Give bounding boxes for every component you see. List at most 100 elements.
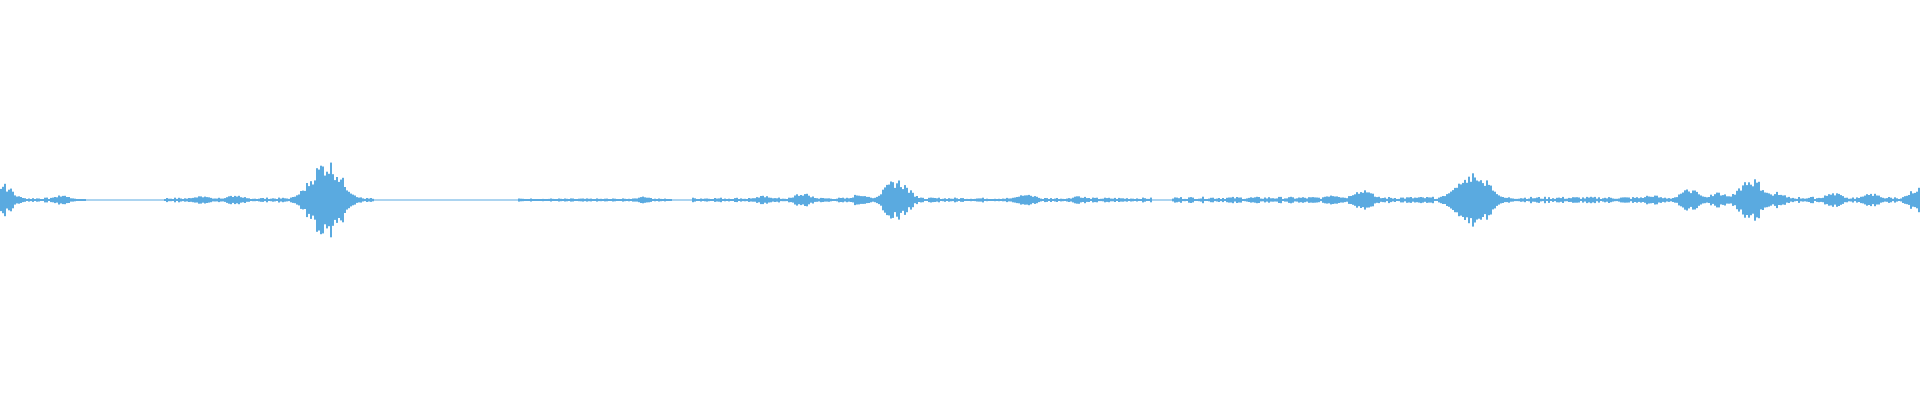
waveform-sample [1428,197,1430,203]
waveform-sample [988,199,990,201]
waveform-sample [170,198,172,202]
waveform-sample [76,199,78,201]
waveform-sample [1652,196,1654,203]
waveform-sample [854,194,856,206]
waveform-sample [1270,198,1272,202]
waveform-sample [996,199,998,201]
waveform-sample [50,197,52,203]
waveform-sample [1570,198,1572,202]
waveform-sample [1206,199,1208,201]
waveform-sample [1592,197,1594,203]
waveform-sample [336,177,338,223]
waveform-sample [570,198,572,202]
waveform-sample [52,197,54,203]
waveform-sample [994,198,996,202]
waveform-sample [1476,180,1478,220]
waveform-sample [830,198,832,202]
waveform-sample [774,198,776,202]
waveform-sample [286,198,288,202]
waveform-sample [874,197,876,203]
waveform-sample [636,198,638,202]
waveform-sample [1502,197,1504,203]
waveform-sample [1646,195,1648,205]
waveform-sample [960,198,962,202]
waveform-sample [1016,197,1018,204]
waveform-sample [734,198,736,202]
waveform-sample [696,199,698,201]
waveform-sample [302,190,304,210]
waveform-sample [1618,198,1620,202]
waveform-sample [1414,197,1416,203]
waveform-sample [558,198,560,202]
waveform-sample [1242,199,1244,201]
waveform-sample [1248,197,1250,202]
waveform-sample [1666,198,1668,202]
waveform-sample [1228,197,1230,203]
waveform-sample [1412,198,1414,202]
waveform-sample [1062,198,1064,202]
waveform-sample [664,198,666,202]
waveform-sample [752,198,754,202]
waveform-sample [628,198,630,202]
waveform-sample [1370,193,1372,207]
waveform-sample [1734,194,1736,206]
waveform-sample [1072,197,1074,203]
waveform-sample [698,199,700,201]
waveform-sample [1058,199,1060,201]
waveform-sample [1294,198,1296,202]
waveform-sample [1754,179,1756,221]
waveform-sample [1356,192,1358,208]
waveform-sample [1708,197,1710,203]
waveform-sample [1286,198,1288,202]
waveform-sample [1216,198,1218,202]
waveform-sample [1546,199,1548,201]
waveform-sample [532,199,534,201]
waveform-sample [1148,198,1150,201]
waveform-sample [1290,196,1292,204]
waveform-sample [1234,198,1236,202]
waveform-sample [26,199,28,201]
waveform-sample [1606,198,1608,202]
waveform-sample [1746,185,1748,215]
waveform-sample [1880,197,1882,203]
waveform-sample [1292,197,1294,203]
waveform-sample [14,195,16,205]
waveform-sample [1736,190,1738,210]
waveform-sample [1018,196,1020,204]
waveform-sample [12,191,14,209]
waveform-sample [254,198,256,202]
waveform-sample [1244,198,1246,202]
waveform-sample [634,198,636,202]
waveform-sample [1802,198,1804,202]
waveform-sample [1482,183,1484,217]
waveform-sample [1096,197,1098,203]
waveform-sample [824,198,826,202]
waveform-sample [224,198,226,202]
waveform-sample [578,198,580,202]
waveform-sample [818,198,820,202]
waveform-sample [308,186,310,214]
waveform-sample [1562,196,1564,203]
waveform-sample [1676,197,1678,203]
waveform-sample [1380,198,1382,202]
waveform-sample [1722,195,1724,205]
waveform-sample [630,199,632,201]
waveform-sample [1678,194,1680,206]
waveform-sample [1180,197,1182,203]
waveform-sample [338,181,340,218]
waveform-sample [6,191,8,209]
waveform-sample [1226,197,1228,203]
waveform-sample [1236,197,1238,203]
waveform-sample [1372,193,1374,207]
waveform-sample [324,175,326,225]
waveform-sample [1686,189,1688,211]
waveform-sample [352,194,354,206]
waveform-sample [1202,196,1204,204]
waveform-sample [1912,193,1914,207]
waveform-sample [1318,197,1320,203]
waveform-sample [1582,197,1584,203]
waveform-sample [1472,173,1474,227]
waveform-sample [1334,196,1336,204]
waveform-sample [650,198,652,202]
waveform-sample [738,199,740,201]
